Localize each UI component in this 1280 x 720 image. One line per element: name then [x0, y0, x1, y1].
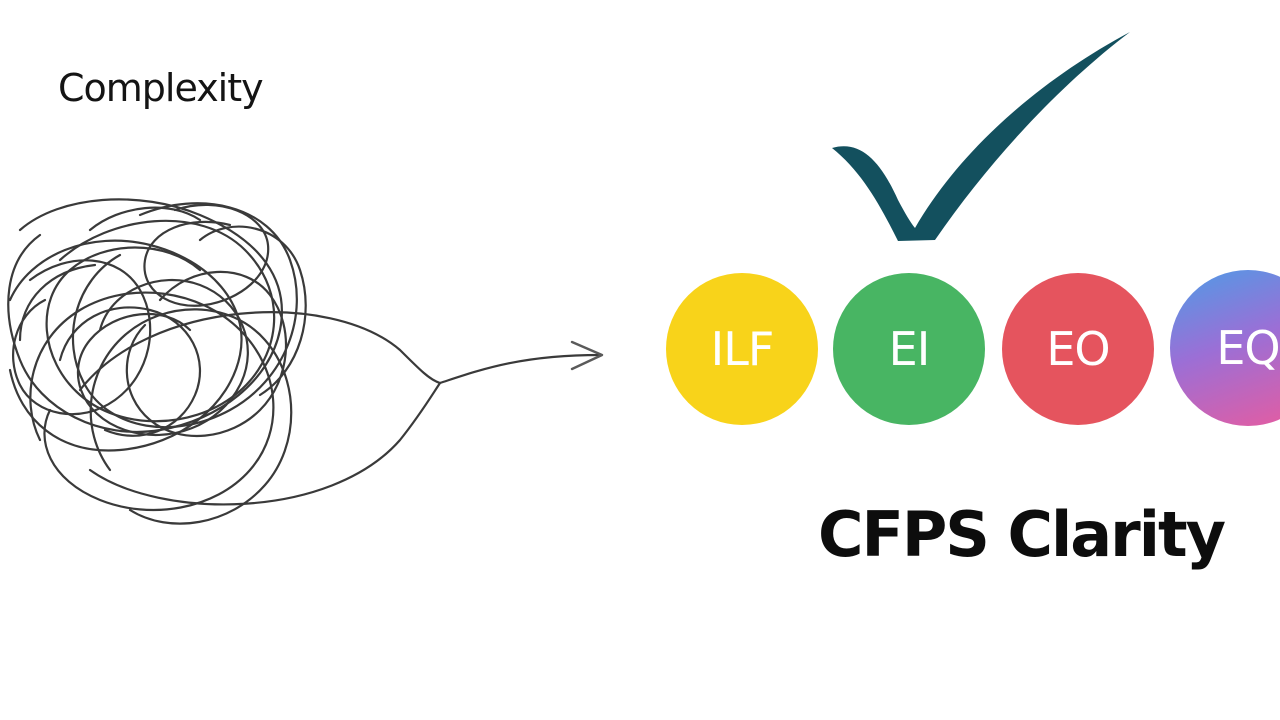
- ilf-label: ILF: [710, 322, 775, 376]
- cfps-clarity-label: CFPS Clarity: [818, 498, 1226, 571]
- eo-label: EO: [1046, 322, 1110, 376]
- ilf-circle: ILF: [666, 273, 818, 425]
- ei-circle: EI: [833, 273, 985, 425]
- complexity-label: Complexity: [58, 66, 264, 110]
- eq-label: EQ: [1216, 321, 1280, 375]
- eo-circle: EO: [1002, 273, 1154, 425]
- ei-label: EI: [888, 322, 931, 376]
- arrow-head-icon: [570, 340, 604, 371]
